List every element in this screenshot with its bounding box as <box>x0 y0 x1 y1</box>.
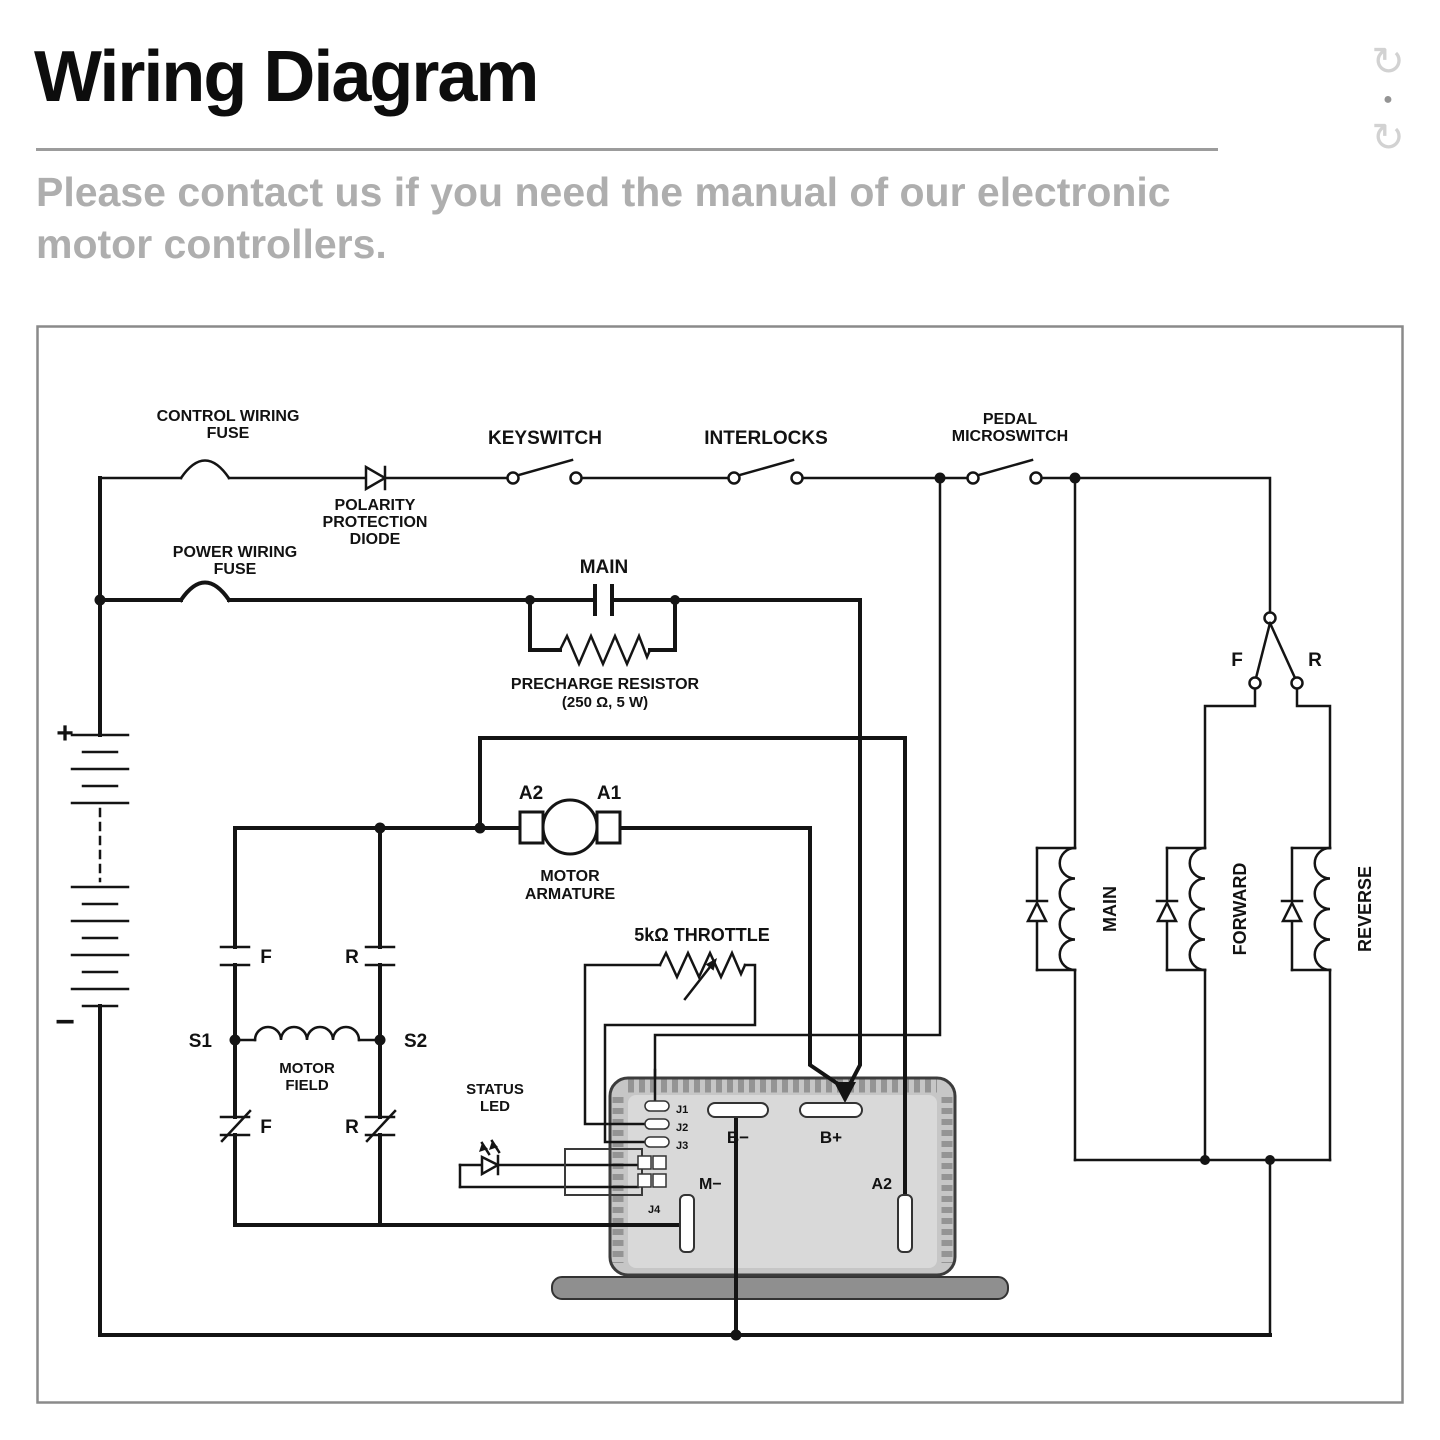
label-j1: J1 <box>676 1104 688 1116</box>
label-coil-reverse: REVERSE <box>1355 866 1375 952</box>
j1-pin <box>644 1100 670 1112</box>
motor-armature-symbol <box>518 798 622 856</box>
label-polarity-1: POLARITY <box>335 497 416 514</box>
label-terminal-m-minus: M− <box>699 1176 722 1193</box>
label-control-wiring-fuse-2: FUSE <box>207 425 250 442</box>
label-j2: J2 <box>676 1122 688 1134</box>
label-switch-r: R <box>1308 650 1322 671</box>
led-connector-box <box>564 1148 643 1196</box>
overlay-wires <box>608 1023 907 1337</box>
label-s1: S1 <box>189 1031 213 1052</box>
terminal-m-minus-pad <box>679 1194 695 1253</box>
label-terminal-b-plus: B+ <box>820 1128 842 1147</box>
controller-face <box>628 1095 937 1268</box>
label-polarity-3: DIODE <box>350 531 401 548</box>
field-contacts <box>219 945 397 1143</box>
motor-controller <box>551 1076 1009 1300</box>
label-armature-a1: A1 <box>597 783 622 804</box>
main-contactor-coil <box>1025 846 1077 972</box>
polarity-protection-diode <box>364 464 388 492</box>
terminal-a2-pad <box>897 1194 913 1253</box>
rotate-up-icon[interactable]: ↻ <box>1371 40 1405 84</box>
label-motor-armature-1: MOTOR <box>540 868 600 885</box>
label-battery-plus: + <box>56 717 74 750</box>
label-control-wiring-fuse-1: CONTROL WIRING <box>157 408 300 425</box>
controller-terminals <box>564 1100 913 1253</box>
carousel-dot[interactable]: ● <box>1383 91 1393 108</box>
terminal-b-minus-pad <box>707 1102 769 1118</box>
label-j3: J3 <box>676 1140 688 1152</box>
label-status-led-2: LED <box>480 1098 510 1115</box>
label-pedal-2: MICROSWITCH <box>952 428 1068 445</box>
label-precharge-2: (250 Ω, 5 W) <box>562 694 648 711</box>
j4-pin-3 <box>637 1173 652 1188</box>
label-keyswitch: KEYSWITCH <box>488 428 602 449</box>
label-j4: J4 <box>648 1204 661 1216</box>
label-field-r-top: R <box>345 947 359 968</box>
page-title: Wiring Diagram <box>34 37 539 117</box>
label-switch-f: F <box>1231 650 1243 671</box>
label-status-led-1: STATUS <box>466 1081 524 1098</box>
j4-pin-4 <box>652 1173 667 1188</box>
wiring-diagram: CONTROL WIRING FUSE POLARITY PROTECTION … <box>36 325 1404 1404</box>
subtitle-line-2: motor controllers. <box>36 221 387 268</box>
j2-pin <box>644 1118 670 1130</box>
diagram-labels: CONTROL WIRING FUSE POLARITY PROTECTION … <box>55 408 1375 1216</box>
page-subtitle: Please contact us if you need the manual… <box>36 166 1236 271</box>
label-precharge-1: PRECHARGE RESISTOR <box>511 676 700 693</box>
keyswitch-symbol[interactable] <box>506 458 583 485</box>
forward-reverse-switch[interactable] <box>1248 611 1304 690</box>
label-coil-main: MAIN <box>1100 886 1120 932</box>
battery-symbol <box>70 733 130 1008</box>
label-power-fuse-1: POWER WIRING <box>173 544 297 561</box>
status-led-symbol <box>458 1139 640 1189</box>
junction-dots <box>94 472 1275 1341</box>
title-divider <box>36 148 1218 151</box>
label-armature-a2: A2 <box>519 783 543 804</box>
label-polarity-2: PROTECTION <box>323 514 428 531</box>
j4-pin-1 <box>637 1155 652 1170</box>
rotate-down-icon[interactable]: ↻ <box>1371 116 1405 160</box>
interlocks-symbol[interactable] <box>727 458 804 485</box>
label-pedal-1: PEDAL <box>983 411 1037 428</box>
pedal-microswitch-symbol[interactable] <box>966 458 1043 485</box>
j4-pin-2 <box>652 1155 667 1170</box>
controller-base-plate <box>551 1276 1009 1300</box>
label-coil-forward: FORWARD <box>1230 863 1250 956</box>
label-s2: S2 <box>404 1031 427 1052</box>
label-motor-armature-2: ARMATURE <box>525 886 616 903</box>
b-plus-arrow <box>834 1082 856 1103</box>
label-throttle: 5kΩ THROTTLE <box>634 925 769 945</box>
j3-pin <box>644 1136 670 1148</box>
label-motor-field-2: FIELD <box>285 1077 328 1094</box>
reverse-contactor-coil <box>1280 846 1332 972</box>
label-field-r-bottom: R <box>345 1117 359 1138</box>
forward-contactor-coil <box>1155 846 1207 972</box>
subtitle-line-1: Please contact us if you need the manual… <box>36 169 1171 215</box>
label-field-f-bottom: F <box>260 1117 272 1138</box>
label-motor-field-1: MOTOR <box>279 1060 335 1077</box>
main-contact-symbol <box>593 584 614 616</box>
label-main-contactor: MAIN <box>580 557 629 578</box>
carousel-controls: ↻ ● ↻ <box>1360 42 1416 158</box>
terminal-b-plus-pad <box>799 1102 863 1118</box>
label-battery-minus: − <box>55 1003 75 1041</box>
power-wiring <box>98 476 1272 1337</box>
label-terminal-a2: A2 <box>872 1176 893 1193</box>
label-interlocks: INTERLOCKS <box>704 428 828 449</box>
label-terminal-b-minus: B− <box>727 1128 749 1147</box>
label-field-f-top: F <box>260 947 272 968</box>
label-power-fuse-2: FUSE <box>214 561 257 578</box>
